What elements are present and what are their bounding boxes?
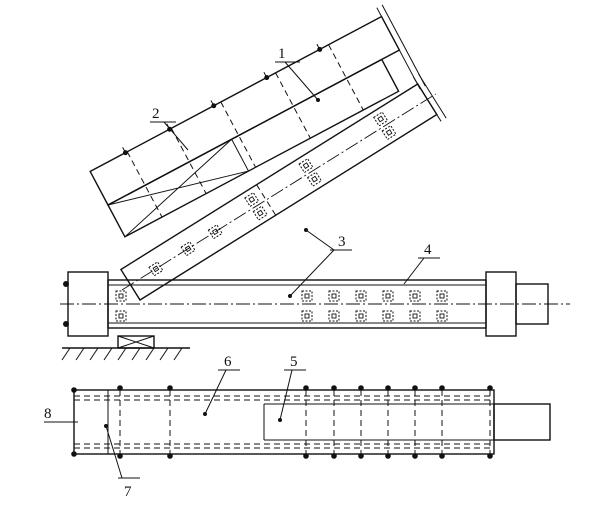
callout-2: 2: [152, 106, 160, 122]
callout-6: 6: [224, 354, 232, 370]
callout-3: 3: [338, 234, 346, 250]
horizontal-beam-4: [60, 271, 570, 361]
callout-labels: 1 2 3 4 5 6 7 8: [44, 46, 432, 500]
plan-view: [71, 385, 551, 459]
callout-leaders: [44, 61, 440, 479]
upper-beam-assembly: [89, 4, 426, 238]
callout-7: 7: [124, 484, 132, 500]
callout-8: 8: [44, 406, 52, 422]
plan-extension: [493, 403, 551, 441]
callout-4: 4: [424, 242, 432, 258]
callout-5: 5: [290, 354, 298, 370]
beam-2-outline: [107, 58, 400, 238]
beam-1-outline: [89, 15, 401, 206]
callout-1: 1: [278, 46, 286, 62]
